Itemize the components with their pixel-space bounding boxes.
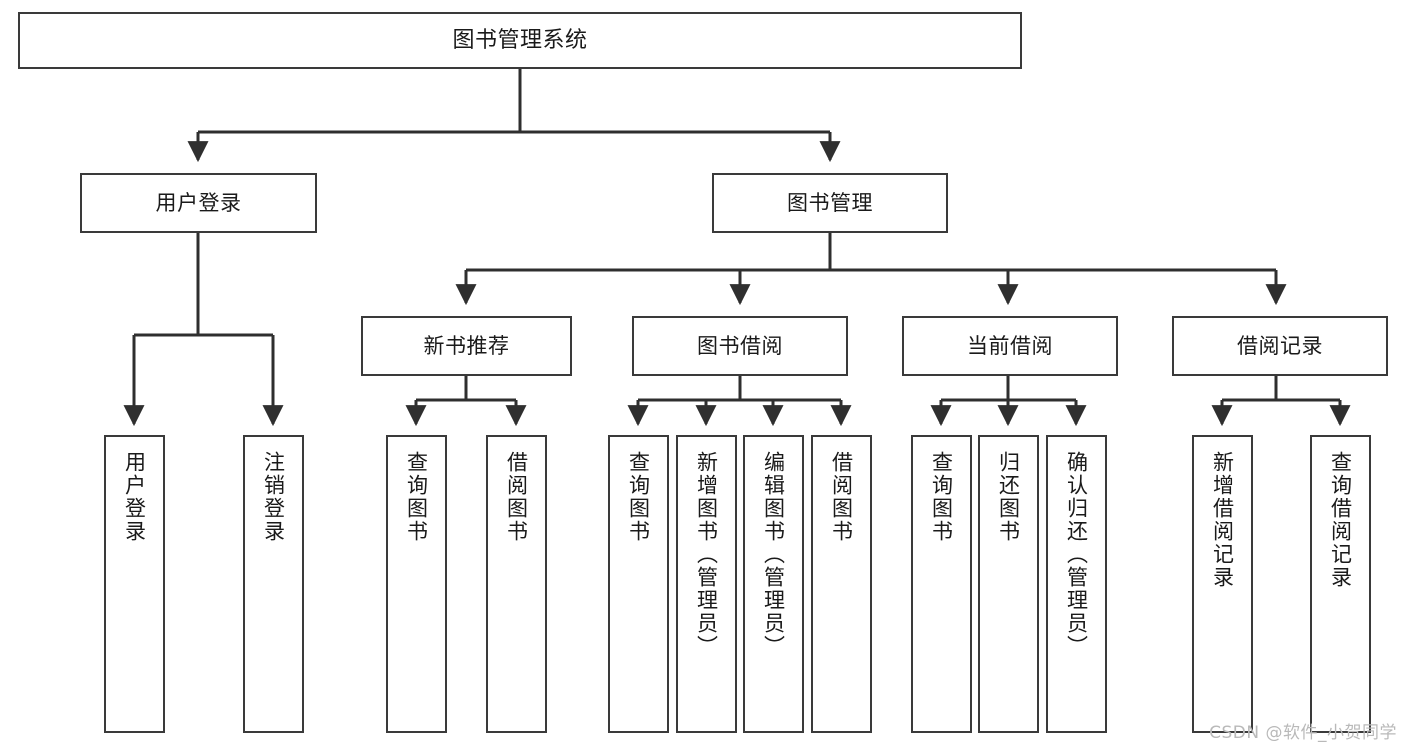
node-label: 借阅图书 — [504, 451, 529, 543]
leaf-query-book-borrow[interactable]: 查询图书 — [608, 435, 669, 733]
leaf-borrow-book-recommend[interactable]: 借阅图书 — [486, 435, 547, 733]
leaf-borrow-book[interactable]: 借阅图书 — [811, 435, 872, 733]
node-new-book-recommend[interactable]: 新书推荐 — [361, 316, 572, 376]
leaf-query-borrow-record[interactable]: 查询借阅记录 — [1310, 435, 1371, 733]
node-label: 图书管理系统 — [452, 27, 588, 53]
node-label: 新增借阅记录 — [1210, 451, 1235, 589]
node-label: 查询图书 — [626, 451, 651, 543]
node-label: 新书推荐 — [423, 333, 510, 358]
node-label: 归还图书 — [996, 451, 1021, 543]
node-label: 用户登录 — [122, 451, 147, 543]
leaf-user-login[interactable]: 用户登录 — [104, 435, 165, 733]
node-label: 借阅图书 — [829, 451, 854, 543]
node-label: 注销登录 — [261, 451, 286, 543]
node-label: 借阅记录 — [1237, 333, 1323, 358]
node-borrow-record[interactable]: 借阅记录 — [1172, 316, 1388, 376]
node-label: 查询借阅记录 — [1328, 451, 1353, 589]
node-label: 当前借阅 — [967, 333, 1053, 358]
node-label: 查询图书 — [404, 451, 429, 543]
node-label: 图书借阅 — [697, 333, 783, 358]
leaf-confirm-return-admin[interactable]: 确认归还（管理员） — [1046, 435, 1107, 733]
node-label: 图书管理 — [787, 190, 873, 215]
leaf-add-borrow-record[interactable]: 新增借阅记录 — [1192, 435, 1253, 733]
node-root-book-management-system[interactable]: 图书管理系统 — [18, 12, 1022, 69]
csdn-watermark: CSDN @软件_小贺同学 — [1209, 723, 1397, 743]
leaf-logout-login[interactable]: 注销登录 — [243, 435, 304, 733]
leaf-add-book-admin[interactable]: 新增图书（管理员） — [676, 435, 737, 733]
node-label: 新增图书（管理员） — [694, 451, 719, 658]
leaf-query-book-current[interactable]: 查询图书 — [911, 435, 972, 733]
node-label: 查询图书 — [929, 451, 954, 543]
node-book-management[interactable]: 图书管理 — [712, 173, 948, 233]
leaf-query-book-recommend[interactable]: 查询图书 — [386, 435, 447, 733]
node-label: 用户登录 — [155, 190, 242, 215]
node-label: 确认归还（管理员） — [1064, 451, 1089, 658]
node-label: 编辑图书（管理员） — [761, 451, 786, 658]
leaf-return-book[interactable]: 归还图书 — [978, 435, 1039, 733]
node-book-borrow[interactable]: 图书借阅 — [632, 316, 848, 376]
node-user-login[interactable]: 用户登录 — [80, 173, 317, 233]
leaf-edit-book-admin[interactable]: 编辑图书（管理员） — [743, 435, 804, 733]
node-current-borrow[interactable]: 当前借阅 — [902, 316, 1118, 376]
